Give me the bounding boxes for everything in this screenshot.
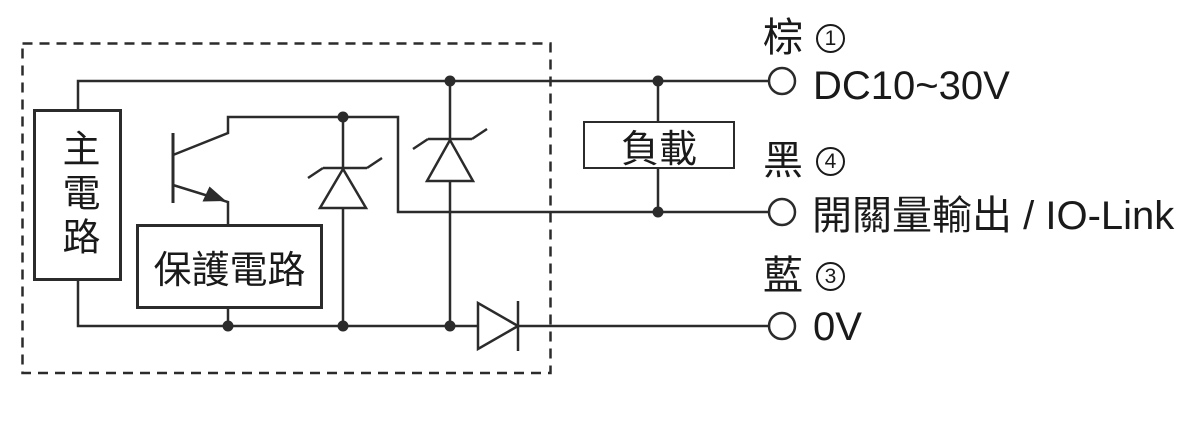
junction-dot (444, 75, 456, 87)
junction-dot (652, 75, 664, 87)
positive-supply-wire (76, 79, 769, 109)
junction-dot (444, 320, 456, 332)
collector-to-output-wire (172, 115, 769, 214)
terminal-circle-brown (767, 66, 797, 96)
pin-number-1: 1 (816, 23, 845, 53)
signal-label-supply: DC10~30V (813, 64, 1010, 108)
zener2-triangle (424, 137, 476, 183)
emitter-arrowhead (202, 186, 226, 202)
wire-label-black: 黑 4 (763, 141, 845, 181)
signal-label-output: 開關量輸出 / IO-Link (812, 194, 1175, 238)
wire-label-brown: 棕 1 (763, 18, 845, 58)
wire-label-blue: 藍 3 (763, 256, 845, 296)
load-block: 負載 (583, 121, 735, 171)
junction-dot (337, 320, 349, 332)
load-label: 負載 (620, 128, 697, 171)
protection-circuit-block: 保護電路 (136, 224, 323, 309)
terminal-circle-black (767, 197, 797, 227)
zener-diode-1 (307, 117, 383, 326)
series-diode (476, 300, 521, 352)
zener1-cathode-tick-right (366, 156, 383, 170)
pin-number-4: 4 (816, 146, 845, 176)
emitter-wire (172, 183, 230, 224)
junction-dot (222, 320, 234, 332)
junction-dots (222, 75, 664, 332)
zener2-cathode-tick-left (412, 137, 429, 151)
transistor-symbol (171, 115, 769, 224)
protection-circuit-label: 保護電路 (153, 250, 306, 292)
diode-triangle (476, 300, 521, 352)
main-circuit-block: 主電路 (33, 109, 122, 281)
wire-color-black: 黑 (763, 139, 803, 183)
zener2-cathode-tick-right (471, 127, 488, 141)
wire-color-brown: 棕 (763, 16, 803, 60)
junction-dot (337, 111, 349, 123)
terminal-circle-blue (767, 311, 797, 341)
pin-number-3: 3 (816, 261, 845, 291)
junction-dot (652, 206, 664, 218)
zener1-triangle (317, 166, 369, 210)
wire-color-blue: 藍 (763, 254, 803, 298)
zener1-cathode-tick-left (307, 166, 324, 180)
signal-label-zero-volt: 0V (813, 305, 862, 349)
zener-diode-2 (412, 81, 488, 326)
main-circuit-label: 主電路 (56, 129, 98, 261)
sensor-boundary-dashed-box (21, 42, 552, 375)
